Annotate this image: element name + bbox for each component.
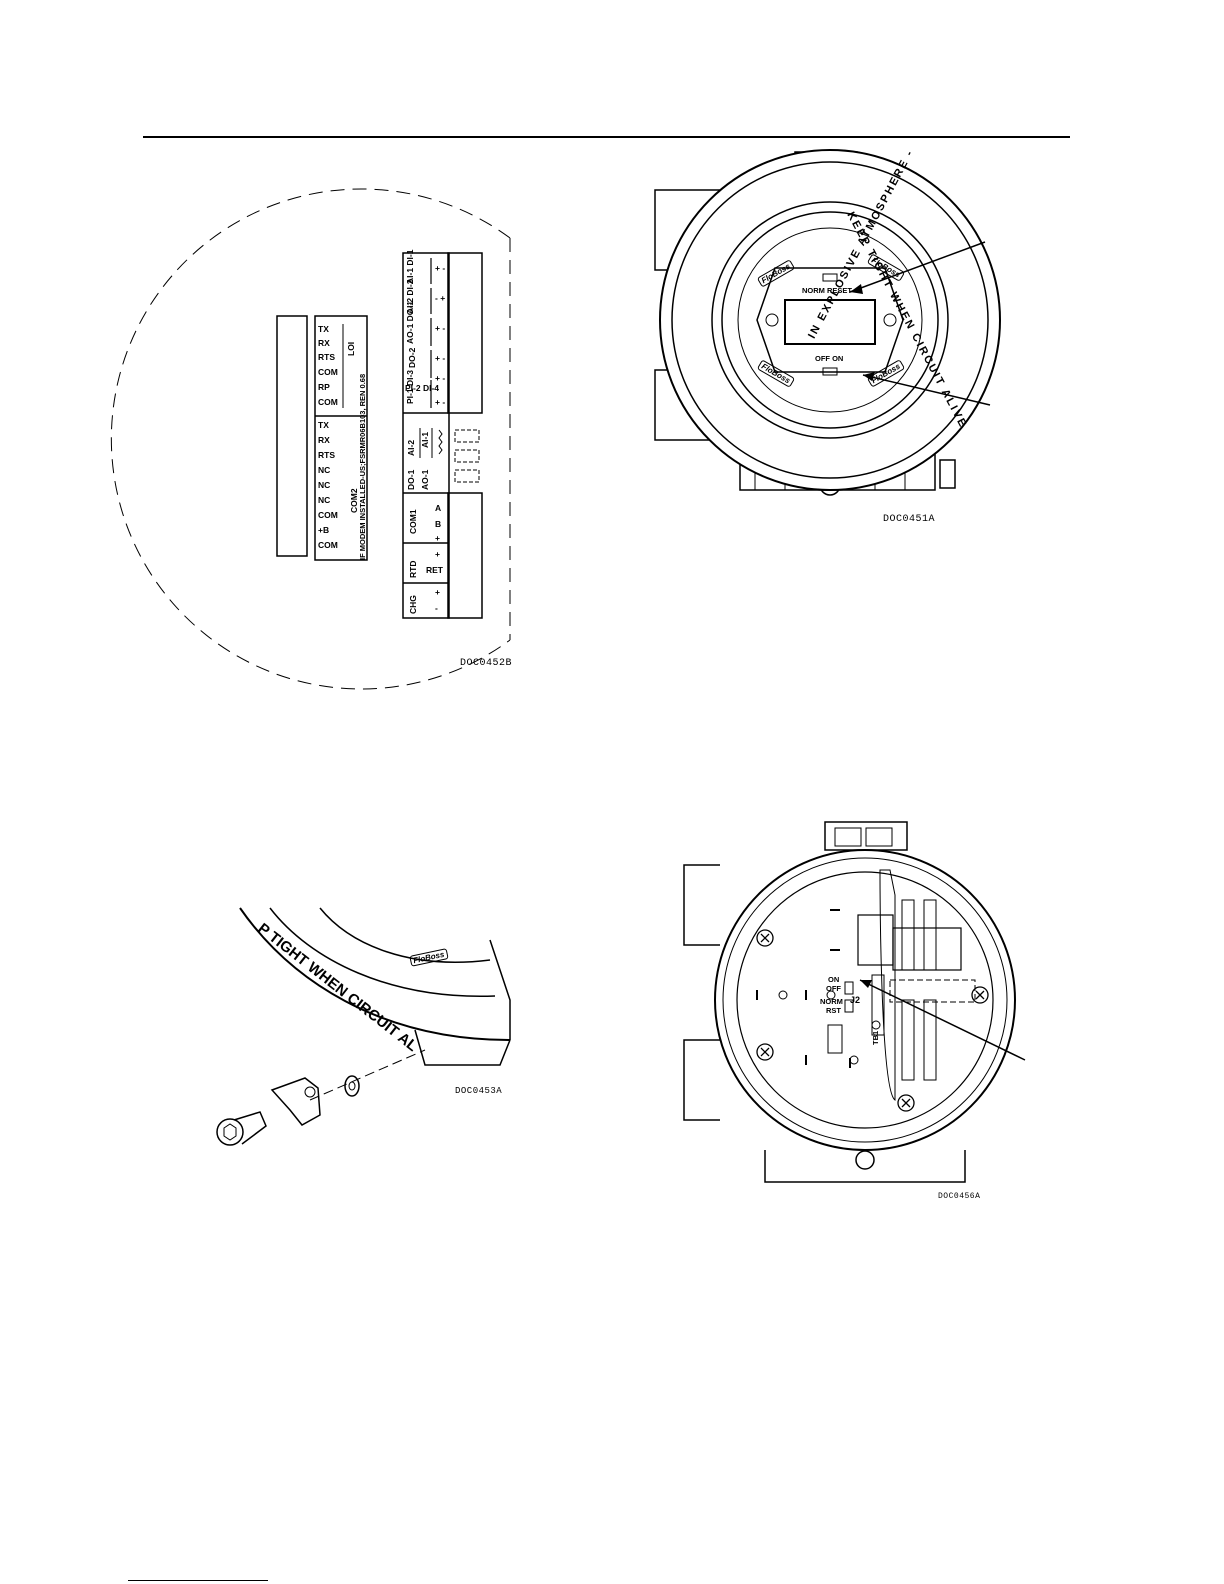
lock-detail-figure: P TIGHT WHEN CIRCUIT AL FloBoss DOC0453A	[210, 900, 520, 1160]
com-label: RX	[318, 435, 330, 445]
circuit-board-figure: ON OFF NORM RST J2 TB1 DOC0456A	[680, 820, 1040, 1210]
com-label: TX	[318, 324, 329, 334]
com-label: COM	[318, 367, 338, 377]
com-label: NC	[318, 495, 331, 505]
figure-tag: DOC0453A	[455, 1086, 503, 1096]
jumper-ai2-label: AI-2	[406, 439, 416, 456]
switch-label-rst: RST	[826, 1006, 841, 1015]
switch-label-norm: NORM	[820, 997, 843, 1006]
ao1-label: AO-1 DO-1	[405, 301, 415, 344]
modem-note: IF MODEM INSTALLED-US;FSRMR06B103, REN 0…	[358, 373, 367, 560]
sign-ao1: + -	[435, 323, 446, 333]
rtd-sign: +	[435, 533, 440, 543]
rtd-sign: +	[435, 549, 440, 559]
lock-detail-drawing	[216, 907, 511, 1146]
terminal-label-figure: TX RX RTS COM RP COM TX RX RTS NC NC NC …	[110, 188, 525, 690]
off-on-label: OFF ON	[815, 354, 844, 363]
switch-label-on: ON	[828, 975, 840, 984]
com1-b: B	[435, 519, 442, 529]
sign-do2: + -	[435, 353, 446, 363]
com-label: NC	[318, 465, 331, 475]
com-label: RX	[318, 338, 330, 348]
enclosure-front-drawing	[654, 149, 1001, 496]
com1-label: COM1	[408, 509, 418, 534]
com-label: RTS	[318, 352, 335, 362]
chg-sign: -	[435, 603, 438, 613]
sign-ai2: - +	[435, 293, 446, 303]
figure-tag: DOC0451A	[883, 514, 936, 525]
com-label: RP	[318, 382, 330, 392]
jumper-ao1-label: AO-1	[420, 469, 430, 490]
com1-a: A	[435, 503, 442, 513]
tb1-label: TB1	[871, 1030, 880, 1045]
com-label: COM	[318, 510, 338, 520]
chg-sign: +	[435, 587, 440, 597]
com-label: COM	[318, 397, 338, 407]
rtd-label: RTD	[408, 560, 418, 578]
com-label: COM	[318, 540, 338, 550]
jumper-ai1-label: AI-1	[420, 431, 430, 448]
rtd-sign: RET	[426, 565, 443, 575]
sign-ai1: + -	[435, 263, 446, 273]
norm-reset-label: NORM RESET	[802, 286, 853, 295]
header-rule	[143, 136, 1070, 138]
loi-label: LOI	[346, 341, 356, 356]
figure-tag: DOC0452B	[460, 658, 513, 669]
com-label: TX	[318, 420, 329, 430]
pi2-label: PI-2 DI-4	[405, 383, 440, 393]
sign-pi2: + -	[435, 397, 446, 407]
footer-rule	[128, 1580, 268, 1581]
jumper-do1-label: DO-1	[406, 469, 416, 490]
chg-label: CHG	[408, 595, 418, 614]
terminal-label-drawing	[110, 188, 511, 690]
com-label: NC	[318, 480, 331, 490]
com-label: RTS	[318, 450, 335, 460]
enclosure-front-figure: IN EXPLOSIVE ATMOSPHERE - KEEP TIGHT WHE…	[645, 147, 1005, 530]
figure-tag: DOC0456A	[938, 1192, 981, 1201]
switch-label-off: OFF	[826, 984, 841, 993]
circuit-board-drawing	[683, 821, 1026, 1183]
com-label: +B	[318, 525, 330, 535]
sign-pi1: + -	[435, 373, 446, 383]
j2-label: J2	[850, 995, 861, 1005]
do2-label: DO-2	[407, 347, 417, 368]
